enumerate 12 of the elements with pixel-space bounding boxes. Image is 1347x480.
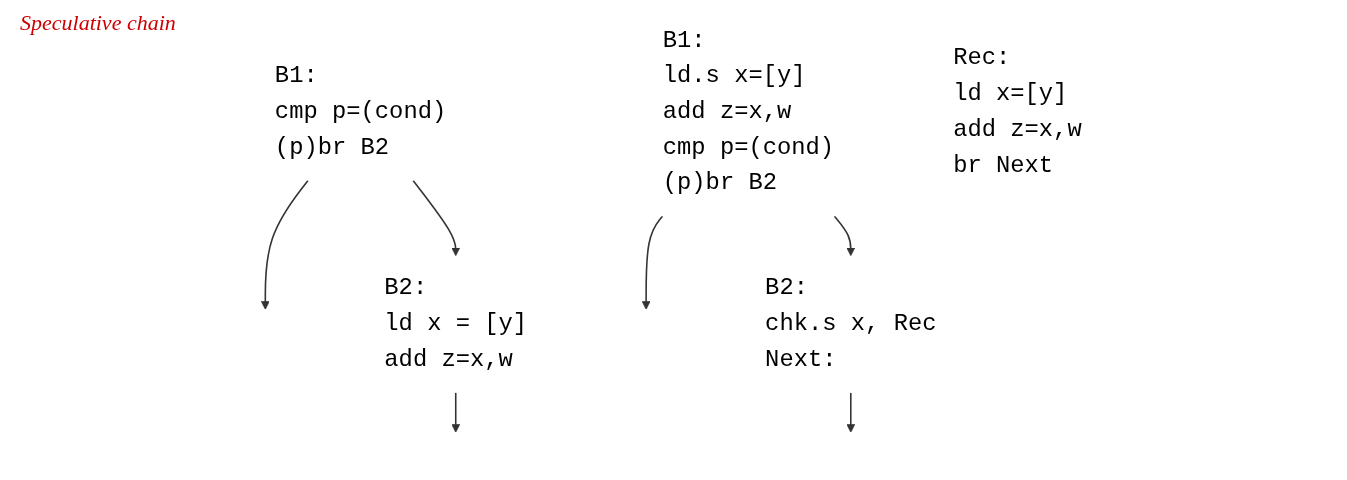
arrow: [451, 391, 461, 433]
node-text: Rec: ld x=[y] add z=x,w br Next: [953, 44, 1082, 179]
node-text: B1: ld.s x=[y] add z=x,w cmp p=(cond) (p)br B2: [662, 26, 835, 197]
arrow: [846, 391, 856, 433]
arrow: [412, 179, 461, 257]
arrow: [641, 215, 664, 310]
arrow: [260, 179, 309, 310]
node-text: B1: cmp p=(cond) (p)br B2: [274, 62, 447, 161]
node-text: B2: chk.s x, Rec Next:: [765, 274, 937, 373]
node-text: B2: ld x = [y] add z=x,w: [384, 274, 528, 373]
arrow: [833, 215, 856, 257]
annotation-text: Speculative chain: [20, 10, 176, 36]
